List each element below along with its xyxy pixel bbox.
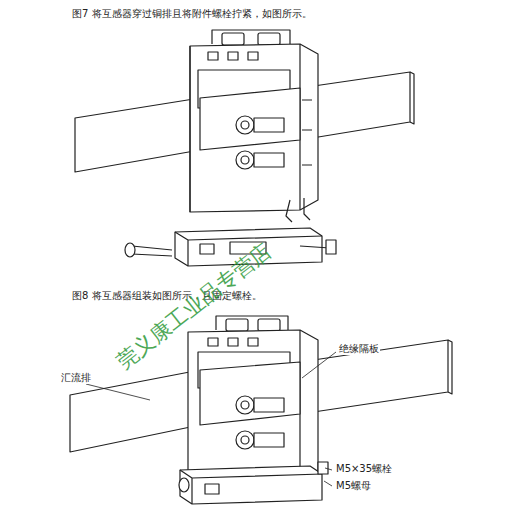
part-label: 汇流排	[60, 372, 92, 384]
step-caption: 图7 将互感器穿过铜排且将附件螺栓拧紧，如图所示。	[72, 8, 312, 20]
part-label: M5×35螺栓	[335, 463, 393, 475]
fig7-transformer	[75, 30, 414, 266]
part-label: 绝缘隔板	[338, 343, 380, 355]
part-label: M5螺母	[335, 480, 372, 492]
